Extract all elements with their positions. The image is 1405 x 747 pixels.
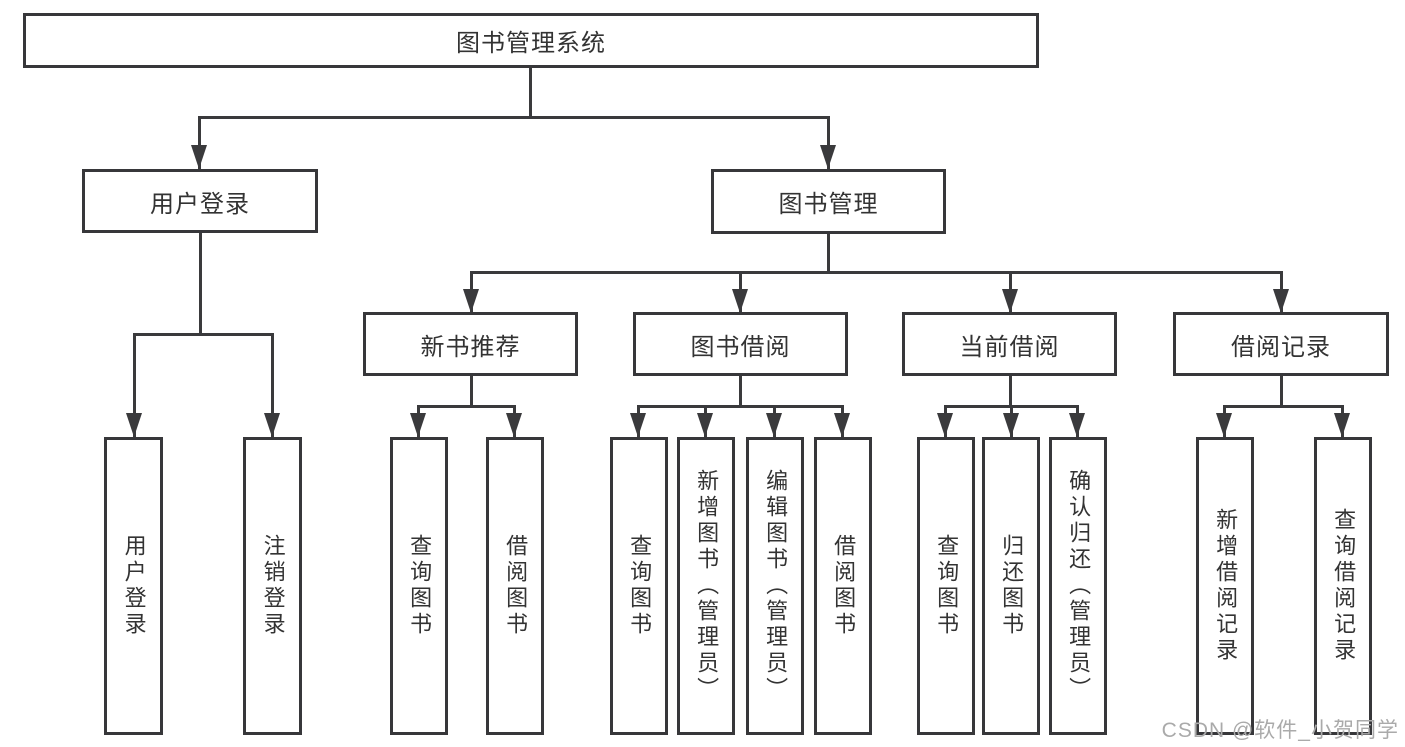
arrow-bb-add-icon [697,413,713,437]
arrow-bb-query-icon [630,413,646,437]
arrow-cb-query-icon [937,413,953,437]
arrow-book-mgmt-icon [820,145,836,169]
leaf-records-add-record: 新增借阅记录 [1196,437,1254,735]
arrow-new-book-icon [463,289,479,313]
node-new-book-recommend-label: 新书推荐 [420,333,521,361]
node-user-login: 用户登录 [82,169,318,233]
node-new-book-recommend: 新书推荐 [363,312,578,376]
connector-drop-book-mgmt [827,116,830,169]
leaf-borrow-borrow-books: 借阅图书 [814,437,872,735]
leaf-records-query-record: 查询借阅记录 [1314,437,1372,735]
leaf-borrow-add-books-admin: 新增图书（管理员） [677,437,735,735]
connector-drop-user-login [198,116,201,169]
leaf-borrow-add-books-admin-label: 新增图书（管理员） [694,469,720,703]
leaf-newbook-query-books: 查询图书 [390,437,448,735]
leaf-borrow-edit-books-admin: 编辑图书（管理员） [746,437,804,735]
watermark-text: CSDN @软件_小贺同学 [1161,719,1399,742]
arrow-br-query-icon [1334,413,1350,437]
connector-new-book-rail [417,405,516,408]
leaf-borrow-query-books-label: 查询图书 [627,534,653,638]
arrow-borrow-record-icon [1273,289,1289,313]
leaf-current-return-books-label: 归还图书 [999,534,1025,638]
connector-drop-leaf-user-login [133,333,136,437]
leaf-newbook-borrow-books: 借阅图书 [486,437,544,735]
leaf-current-return-books: 归还图书 [982,437,1040,735]
node-borrow-records: 借阅记录 [1173,312,1389,376]
arrow-leaf-logout-icon [264,413,280,437]
node-book-borrow: 图书借阅 [633,312,848,376]
leaf-current-confirm-return-admin-label: 确认归还（管理员） [1066,469,1092,703]
leaf-current-query-books-label: 查询图书 [934,534,960,638]
connector-new-book-trunk [470,376,473,407]
connector-book-borrow-trunk [739,376,742,407]
node-borrow-records-label: 借阅记录 [1231,333,1331,361]
node-root-label: 图书管理系统 [456,30,606,57]
connector-book-mgmt-trunk [827,234,830,273]
arrow-bb-edit-icon [766,413,782,437]
node-root: 图书管理系统 [23,13,1039,68]
connector-user-login-trunk [199,233,202,335]
connector-borrow-record-trunk [1280,376,1283,407]
arrow-book-borrow-icon [732,289,748,313]
arrow-user-login-icon [191,145,207,169]
leaf-records-query-record-label: 查询借阅记录 [1331,508,1357,664]
connector-current-borrow-trunk [1009,376,1012,407]
node-book-borrow-label: 图书借阅 [690,333,791,361]
leaf-user-login: 用户登录 [104,437,163,735]
leaf-logout: 注销登录 [243,437,302,735]
node-book-management: 图书管理 [711,169,946,234]
leaf-logout-label: 注销登录 [260,534,286,638]
connector-root-trunk [529,68,532,118]
connector-borrow-record-rail [1223,405,1343,408]
arrow-current-borrow-icon [1002,289,1018,313]
leaf-borrow-borrow-books-label: 借阅图书 [831,534,857,638]
arrow-br-add-icon [1216,413,1232,437]
leaf-current-query-books: 查询图书 [917,437,975,735]
leaf-newbook-borrow-books-label: 借阅图书 [503,534,529,638]
node-user-login-label: 用户登录 [150,190,250,218]
leaf-records-add-record-label: 新增借阅记录 [1213,508,1239,664]
leaf-newbook-query-books-label: 查询图书 [407,534,433,638]
node-current-borrow: 当前借阅 [902,312,1117,376]
leaf-borrow-query-books: 查询图书 [610,437,668,735]
arrow-cb-return-icon [1003,413,1019,437]
leaf-borrow-edit-books-admin-label: 编辑图书（管理员） [763,469,789,703]
connector-user-login-rail [133,333,274,336]
arrow-leaf-user-login-icon [126,413,142,437]
arrow-cb-confirm-icon [1069,413,1085,437]
leaf-current-confirm-return-admin: 确认归还（管理员） [1049,437,1107,735]
node-book-management-label: 图书管理 [778,191,879,218]
arrow-bb-borrow-icon [834,413,850,437]
node-current-borrow-label: 当前借阅 [959,333,1060,361]
connector-drop-leaf-logout [271,333,274,437]
connector-book-borrow-rail [637,405,844,408]
arrow-nb-query-icon [410,413,426,437]
arrow-nb-borrow-icon [506,413,522,437]
leaf-user-login-label: 用户登录 [121,534,147,638]
connector-level2-rail [198,116,830,119]
connector-level3-rail [470,271,1282,274]
